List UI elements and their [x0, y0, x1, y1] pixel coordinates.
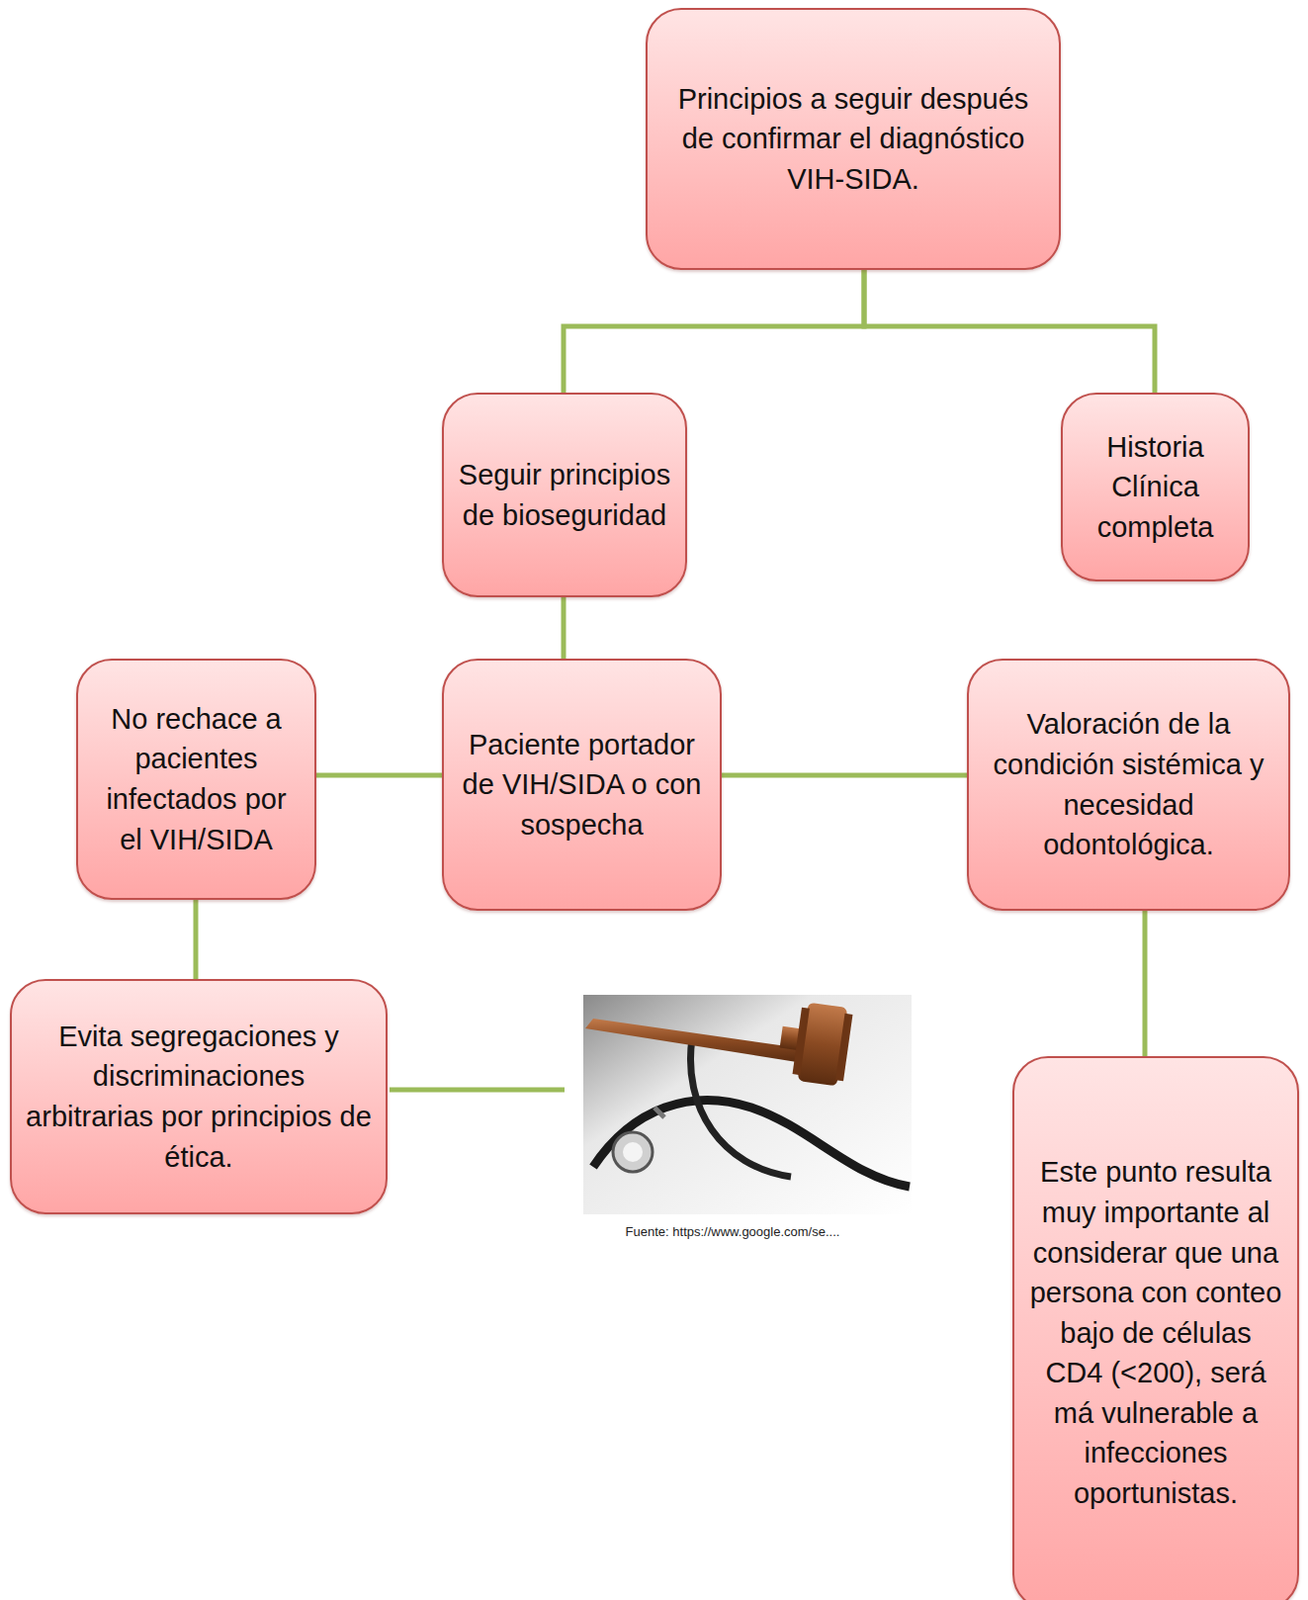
- box-text: Principios a seguir después de confirmar…: [661, 79, 1046, 200]
- process-box: Seguir principios de bioseguridad: [441, 392, 688, 598]
- box-text: Seguir principios de bioseguridad: [457, 454, 672, 535]
- connector: [561, 597, 567, 659]
- connector: [316, 773, 442, 779]
- process-box: Paciente portador de VIH/SIDA o con sosp…: [441, 658, 722, 911]
- box-text: No rechace a pacientes infectados por el…: [91, 698, 301, 860]
- box-text: Evita segregaciones y discriminaciones a…: [25, 1016, 372, 1177]
- source-note: Fuente: https://www.google.com/se....: [625, 1223, 841, 1239]
- box-text: Valoración de la condición sistémica y n…: [982, 703, 1275, 865]
- process-box: Este punto resulta muy importante al con…: [1012, 1055, 1300, 1600]
- box-text: Historia Clínica completa: [1076, 427, 1234, 548]
- connector: [563, 269, 865, 393]
- gavel-stethoscope-photo: [583, 994, 912, 1215]
- box-text: Este punto resulta muy importante al con…: [1028, 1151, 1284, 1513]
- connector: [721, 773, 967, 779]
- box-text: Paciente portador de VIH/SIDA o con sosp…: [457, 724, 706, 846]
- connector: [864, 269, 1155, 393]
- process-box: Principios a seguir después de confirmar…: [645, 7, 1061, 270]
- leader-line: [389, 1087, 565, 1093]
- connector: [193, 899, 199, 979]
- process-box: No rechace a pacientes infectados por el…: [76, 658, 317, 900]
- process-box: Historia Clínica completa: [1060, 392, 1250, 582]
- process-box: Valoración de la condición sistémica y n…: [966, 658, 1291, 911]
- process-box: Evita segregaciones y discriminaciones a…: [9, 978, 388, 1215]
- connector: [1142, 910, 1148, 1056]
